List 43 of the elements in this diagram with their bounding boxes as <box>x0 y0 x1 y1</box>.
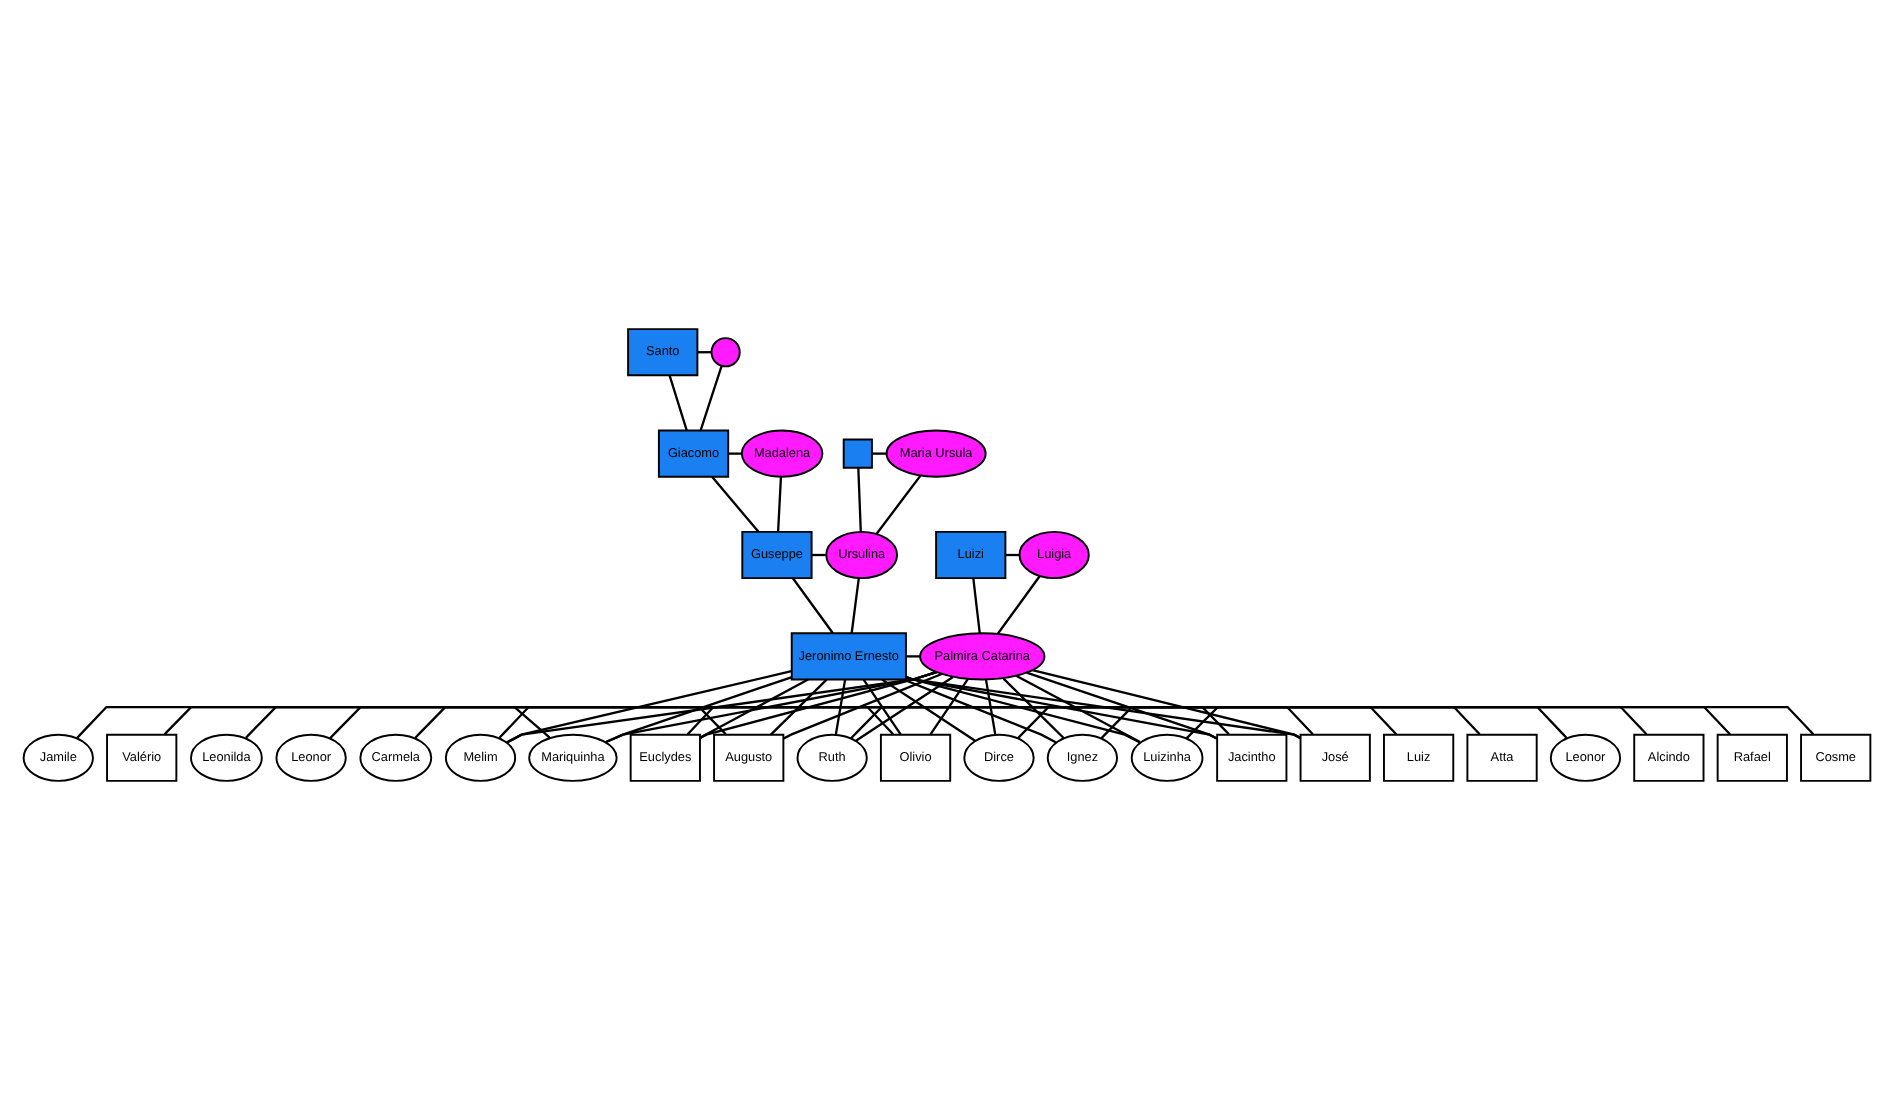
node-circle <box>710 337 741 368</box>
connector <box>699 365 723 431</box>
connector <box>728 452 742 455</box>
connector <box>1032 668 1301 739</box>
connector <box>783 672 943 740</box>
connector <box>850 578 860 634</box>
connector <box>605 671 937 744</box>
connector <box>905 676 1141 744</box>
connector <box>711 476 760 533</box>
connector <box>929 678 969 736</box>
connector <box>1015 674 1141 744</box>
connector <box>855 676 954 742</box>
connector <box>984 679 997 735</box>
connector <box>498 705 1481 739</box>
connector <box>245 705 895 739</box>
connector <box>668 375 688 431</box>
connector <box>850 705 1648 740</box>
connector <box>996 575 1041 635</box>
connector <box>905 655 921 658</box>
connector <box>776 476 783 532</box>
connector <box>506 671 937 744</box>
connector <box>76 705 727 739</box>
connector <box>881 678 976 742</box>
node-box <box>842 438 873 469</box>
connector <box>875 475 922 535</box>
connector <box>1002 677 1065 740</box>
connector <box>770 678 828 736</box>
connector <box>1017 705 1731 740</box>
connector <box>857 467 862 532</box>
connector <box>699 671 937 739</box>
connector <box>834 679 847 735</box>
connector <box>872 452 887 455</box>
connector <box>791 577 834 634</box>
connector <box>414 705 1314 739</box>
connector <box>1185 705 1815 740</box>
connector <box>163 705 551 739</box>
connector <box>329 705 1230 740</box>
connector <box>686 705 1568 739</box>
connector <box>862 678 902 736</box>
connector <box>903 678 1057 744</box>
connector <box>972 578 981 634</box>
connector <box>1026 671 1218 740</box>
connector <box>1100 705 1398 740</box>
